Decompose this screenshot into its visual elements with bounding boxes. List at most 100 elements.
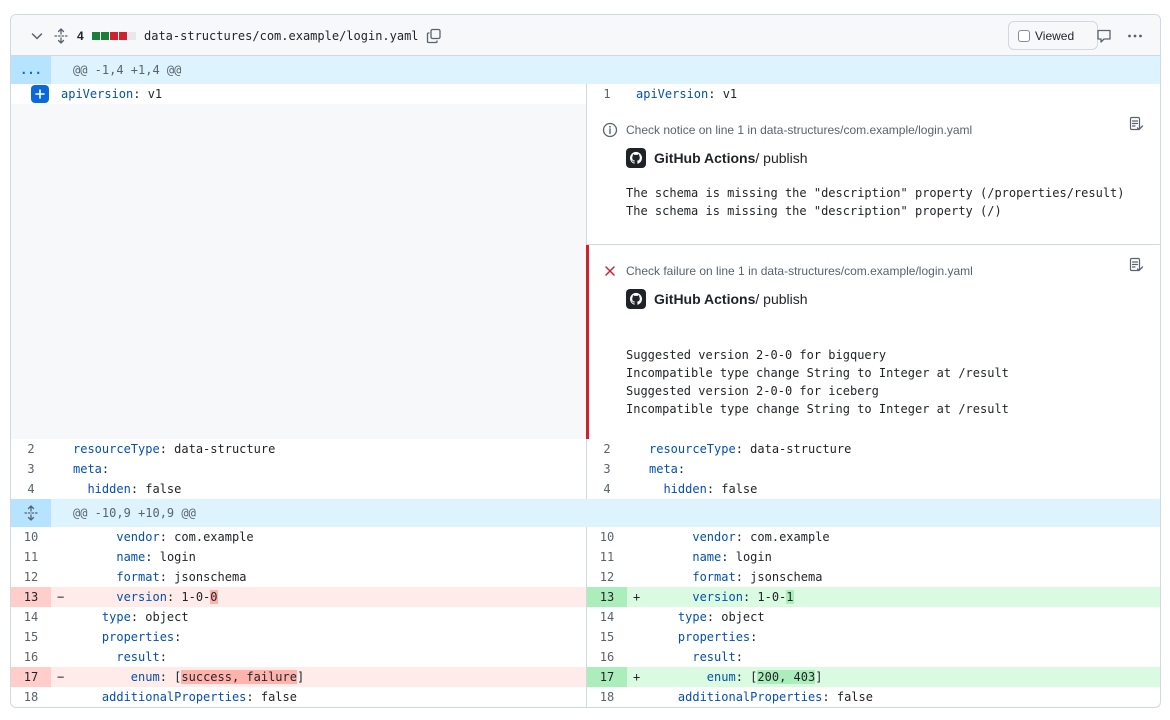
left-line: 12 format: jsonschema: [11, 567, 586, 587]
code-line: resourceType: data-structure: [649, 439, 851, 459]
code-token: [73, 482, 87, 496]
code-line: vendor: com.example: [73, 527, 253, 547]
code-token: vendor: [692, 530, 736, 544]
line-number[interactable]: 2: [603, 442, 611, 456]
code-token: [649, 670, 707, 684]
expand-up-button[interactable]: ...: [11, 56, 51, 84]
code-token: : false: [706, 482, 758, 496]
code-token: [73, 650, 116, 664]
code-token: enum: [706, 670, 736, 684]
line-number[interactable]: 17: [587, 667, 627, 687]
left-line: 2 resourceType: data-structure: [11, 439, 586, 459]
hunk-header: @@ -10,9 +10,9 @@: [11, 499, 1160, 527]
code-token: version: [116, 590, 167, 604]
line-number[interactable]: 13: [11, 587, 51, 607]
code-token: : 1-0-: [742, 590, 787, 604]
line-number[interactable]: 15: [599, 630, 615, 644]
checkbox-icon[interactable]: [1018, 29, 1030, 42]
code-token: [73, 530, 116, 544]
hunk-header: ... @@ -1,4 +1,4 @@: [11, 56, 1160, 84]
annotation-title: Check failure on line 1 in data-structur…: [626, 264, 973, 278]
line-number[interactable]: 11: [599, 550, 615, 564]
code-line: format: jsonschema: [73, 567, 246, 587]
actor-name[interactable]: GitHub Actions: [654, 291, 756, 307]
code-token: 0: [210, 590, 218, 604]
right-line: 14 type: object: [586, 607, 1160, 627]
diffstat-block: [119, 31, 127, 40]
code-token: 1: [786, 590, 794, 604]
left-line: 11 name: login: [11, 547, 586, 567]
line-number[interactable]: 12: [23, 570, 39, 584]
file-path[interactable]: data-structures/com.example/login.yaml: [144, 28, 419, 43]
line-number[interactable]: 14: [23, 610, 39, 624]
left-line: 14 type: object: [11, 607, 586, 627]
code-line: hidden: false: [73, 479, 181, 499]
line-number[interactable]: 2: [27, 442, 35, 456]
copy-path-icon[interactable]: [426, 15, 442, 56]
code-token: : data-structure: [735, 442, 852, 456]
code-token: type: [101, 610, 131, 624]
left-line: 16 result:: [11, 647, 586, 667]
line-number[interactable]: 10: [599, 530, 615, 544]
line-number[interactable]: 14: [599, 610, 615, 624]
code-token: :: [101, 462, 110, 476]
line-number[interactable]: 17: [11, 667, 51, 687]
code-token: format: [692, 570, 736, 584]
line-number[interactable]: 15: [23, 630, 39, 644]
code-line: resourceType: data-structure: [73, 439, 275, 459]
code-line: additionalProperties: false: [73, 687, 297, 707]
code-token: resourceType: [73, 442, 160, 456]
line-number[interactable]: 3: [603, 462, 611, 476]
annotation-message: Incompatible type change String to Integ…: [626, 366, 1009, 380]
line-number[interactable]: 4: [27, 482, 35, 496]
code-line: enum: [200, 403]: [649, 667, 822, 687]
annotation-message: The schema is missing the "description" …: [626, 204, 1002, 218]
viewed-checkbox[interactable]: Viewed: [1008, 21, 1098, 50]
code-token: :: [159, 650, 167, 664]
code-token: : false: [130, 482, 182, 496]
code-line: meta:: [73, 459, 109, 479]
code-line: type: object: [649, 607, 765, 627]
hunk-range: @@ -10,9 +10,9 @@: [73, 506, 196, 520]
diffstat-block: [101, 31, 109, 40]
more-options-icon[interactable]: [1127, 15, 1143, 56]
left-line: 13− version: 1-0-0: [11, 587, 586, 607]
line-number[interactable]: 1: [603, 87, 611, 101]
addition-marker: +: [633, 670, 641, 684]
copy-annotation-icon[interactable]: [1128, 257, 1144, 273]
code-token: : [: [159, 670, 182, 684]
code-line: result:: [649, 647, 743, 667]
code-token: format: [116, 570, 160, 584]
change-count: 4: [77, 28, 84, 43]
line-number[interactable]: 16: [599, 650, 615, 664]
code-token: : false: [246, 690, 297, 704]
right-line: 15 properties:: [586, 627, 1160, 647]
line-number[interactable]: 13: [587, 587, 627, 607]
line-number[interactable]: 18: [23, 690, 39, 704]
diff-file: 4 data-structures/com.example/login.yaml…: [10, 14, 1161, 708]
expand-all-icon[interactable]: [53, 15, 69, 56]
code-token: version: [692, 590, 743, 604]
code-token: vendor: [116, 530, 160, 544]
line-number[interactable]: 3: [27, 462, 35, 476]
file-header: 4 data-structures/com.example/login.yaml…: [11, 15, 1160, 56]
line-number[interactable]: 10: [23, 530, 39, 544]
line-number[interactable]: 16: [23, 650, 39, 664]
line-number[interactable]: 4: [603, 482, 611, 496]
actor-name[interactable]: GitHub Actions: [654, 150, 756, 166]
line-number[interactable]: 11: [23, 550, 39, 564]
collapse-chevron-icon[interactable]: [29, 15, 45, 56]
line-number[interactable]: 18: [599, 690, 615, 704]
add-comment-button[interactable]: [31, 85, 49, 103]
line-number[interactable]: 12: [599, 570, 615, 584]
expand-hunk-button[interactable]: [11, 499, 51, 527]
comment-icon[interactable]: [1096, 15, 1112, 56]
diffstat-block: [92, 31, 100, 40]
code-token: 200, 403: [757, 670, 816, 684]
annotation-source: GitHub Actions / publish: [626, 148, 808, 168]
code-token: :: [174, 630, 182, 644]
code-token: : object: [130, 610, 189, 624]
code-token: : jsonschema: [159, 570, 247, 584]
copy-annotation-icon[interactable]: [1128, 116, 1144, 132]
